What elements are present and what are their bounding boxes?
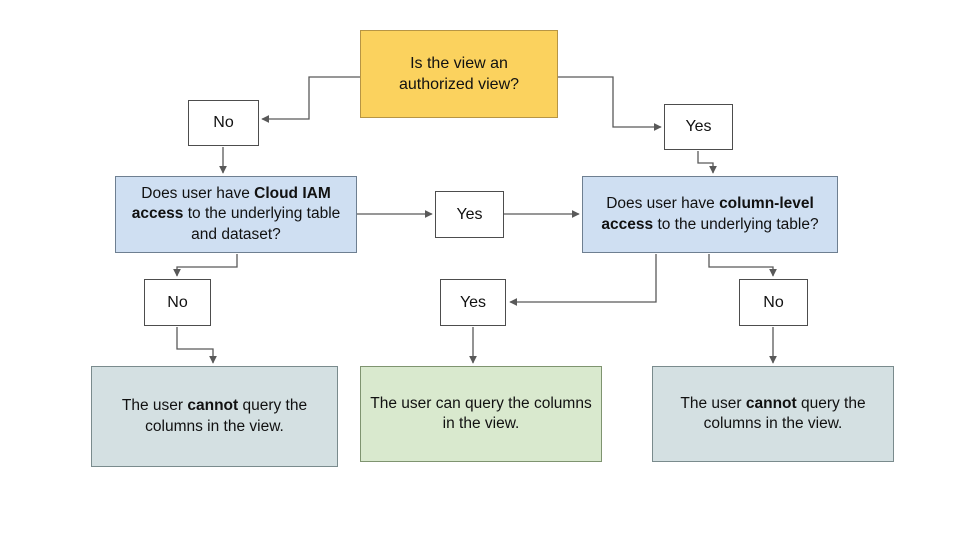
node-column-question[interactable]: Does user have column-level access to th…: [582, 176, 838, 253]
node-root-yes-text: Yes: [685, 118, 712, 136]
node-outcome-middle-label: The user can query the columns in the vi…: [370, 394, 592, 432]
node-column-yes-text: Yes: [459, 293, 487, 311]
node-root-question-label: Is the view an authorized view?: [398, 54, 520, 93]
node-outcome-left-label: The user cannot query the columns in the…: [121, 397, 308, 435]
node-root-question[interactable]: Is the view an authorized view?: [360, 30, 558, 118]
node-outcome-middle[interactable]: The user can query the columns in the vi…: [360, 366, 602, 462]
node-iam-yes-label[interactable]: Yes: [435, 191, 504, 238]
node-iam-yes-text: Yes: [456, 205, 483, 223]
node-column-no-label[interactable]: No: [739, 279, 808, 326]
node-iam-no-label[interactable]: No: [144, 279, 211, 326]
node-root-yes-label[interactable]: Yes: [664, 104, 733, 150]
edge-iam-to-no: [173, 254, 238, 277]
edge-root-to-yes: [558, 76, 662, 131]
edge-column-to-no: [708, 254, 777, 277]
node-column-question-label: Does user have column-level access to th…: [601, 195, 819, 233]
node-iam-no-text: No: [167, 293, 188, 311]
node-column-yes-label[interactable]: Yes: [440, 279, 506, 326]
node-root-no-label[interactable]: No: [188, 100, 259, 146]
node-root-no-text: No: [213, 114, 234, 132]
edge-column-to-yes: [509, 254, 657, 306]
node-outcome-left[interactable]: The user cannot query the columns in the…: [91, 366, 338, 467]
edge-root-to-no: [261, 76, 360, 123]
edge-no-to-outcome-left: [176, 327, 217, 364]
edge-yes-to-column: [697, 151, 717, 174]
node-column-no-text: No: [763, 293, 784, 311]
node-iam-question-label: Does user have Cloud IAM access to the u…: [131, 184, 341, 243]
node-outcome-right[interactable]: The user cannot query the columns in the…: [652, 366, 894, 462]
node-iam-question[interactable]: Does user have Cloud IAM access to the u…: [115, 176, 357, 253]
node-outcome-right-label: The user cannot query the columns in the…: [680, 394, 866, 432]
